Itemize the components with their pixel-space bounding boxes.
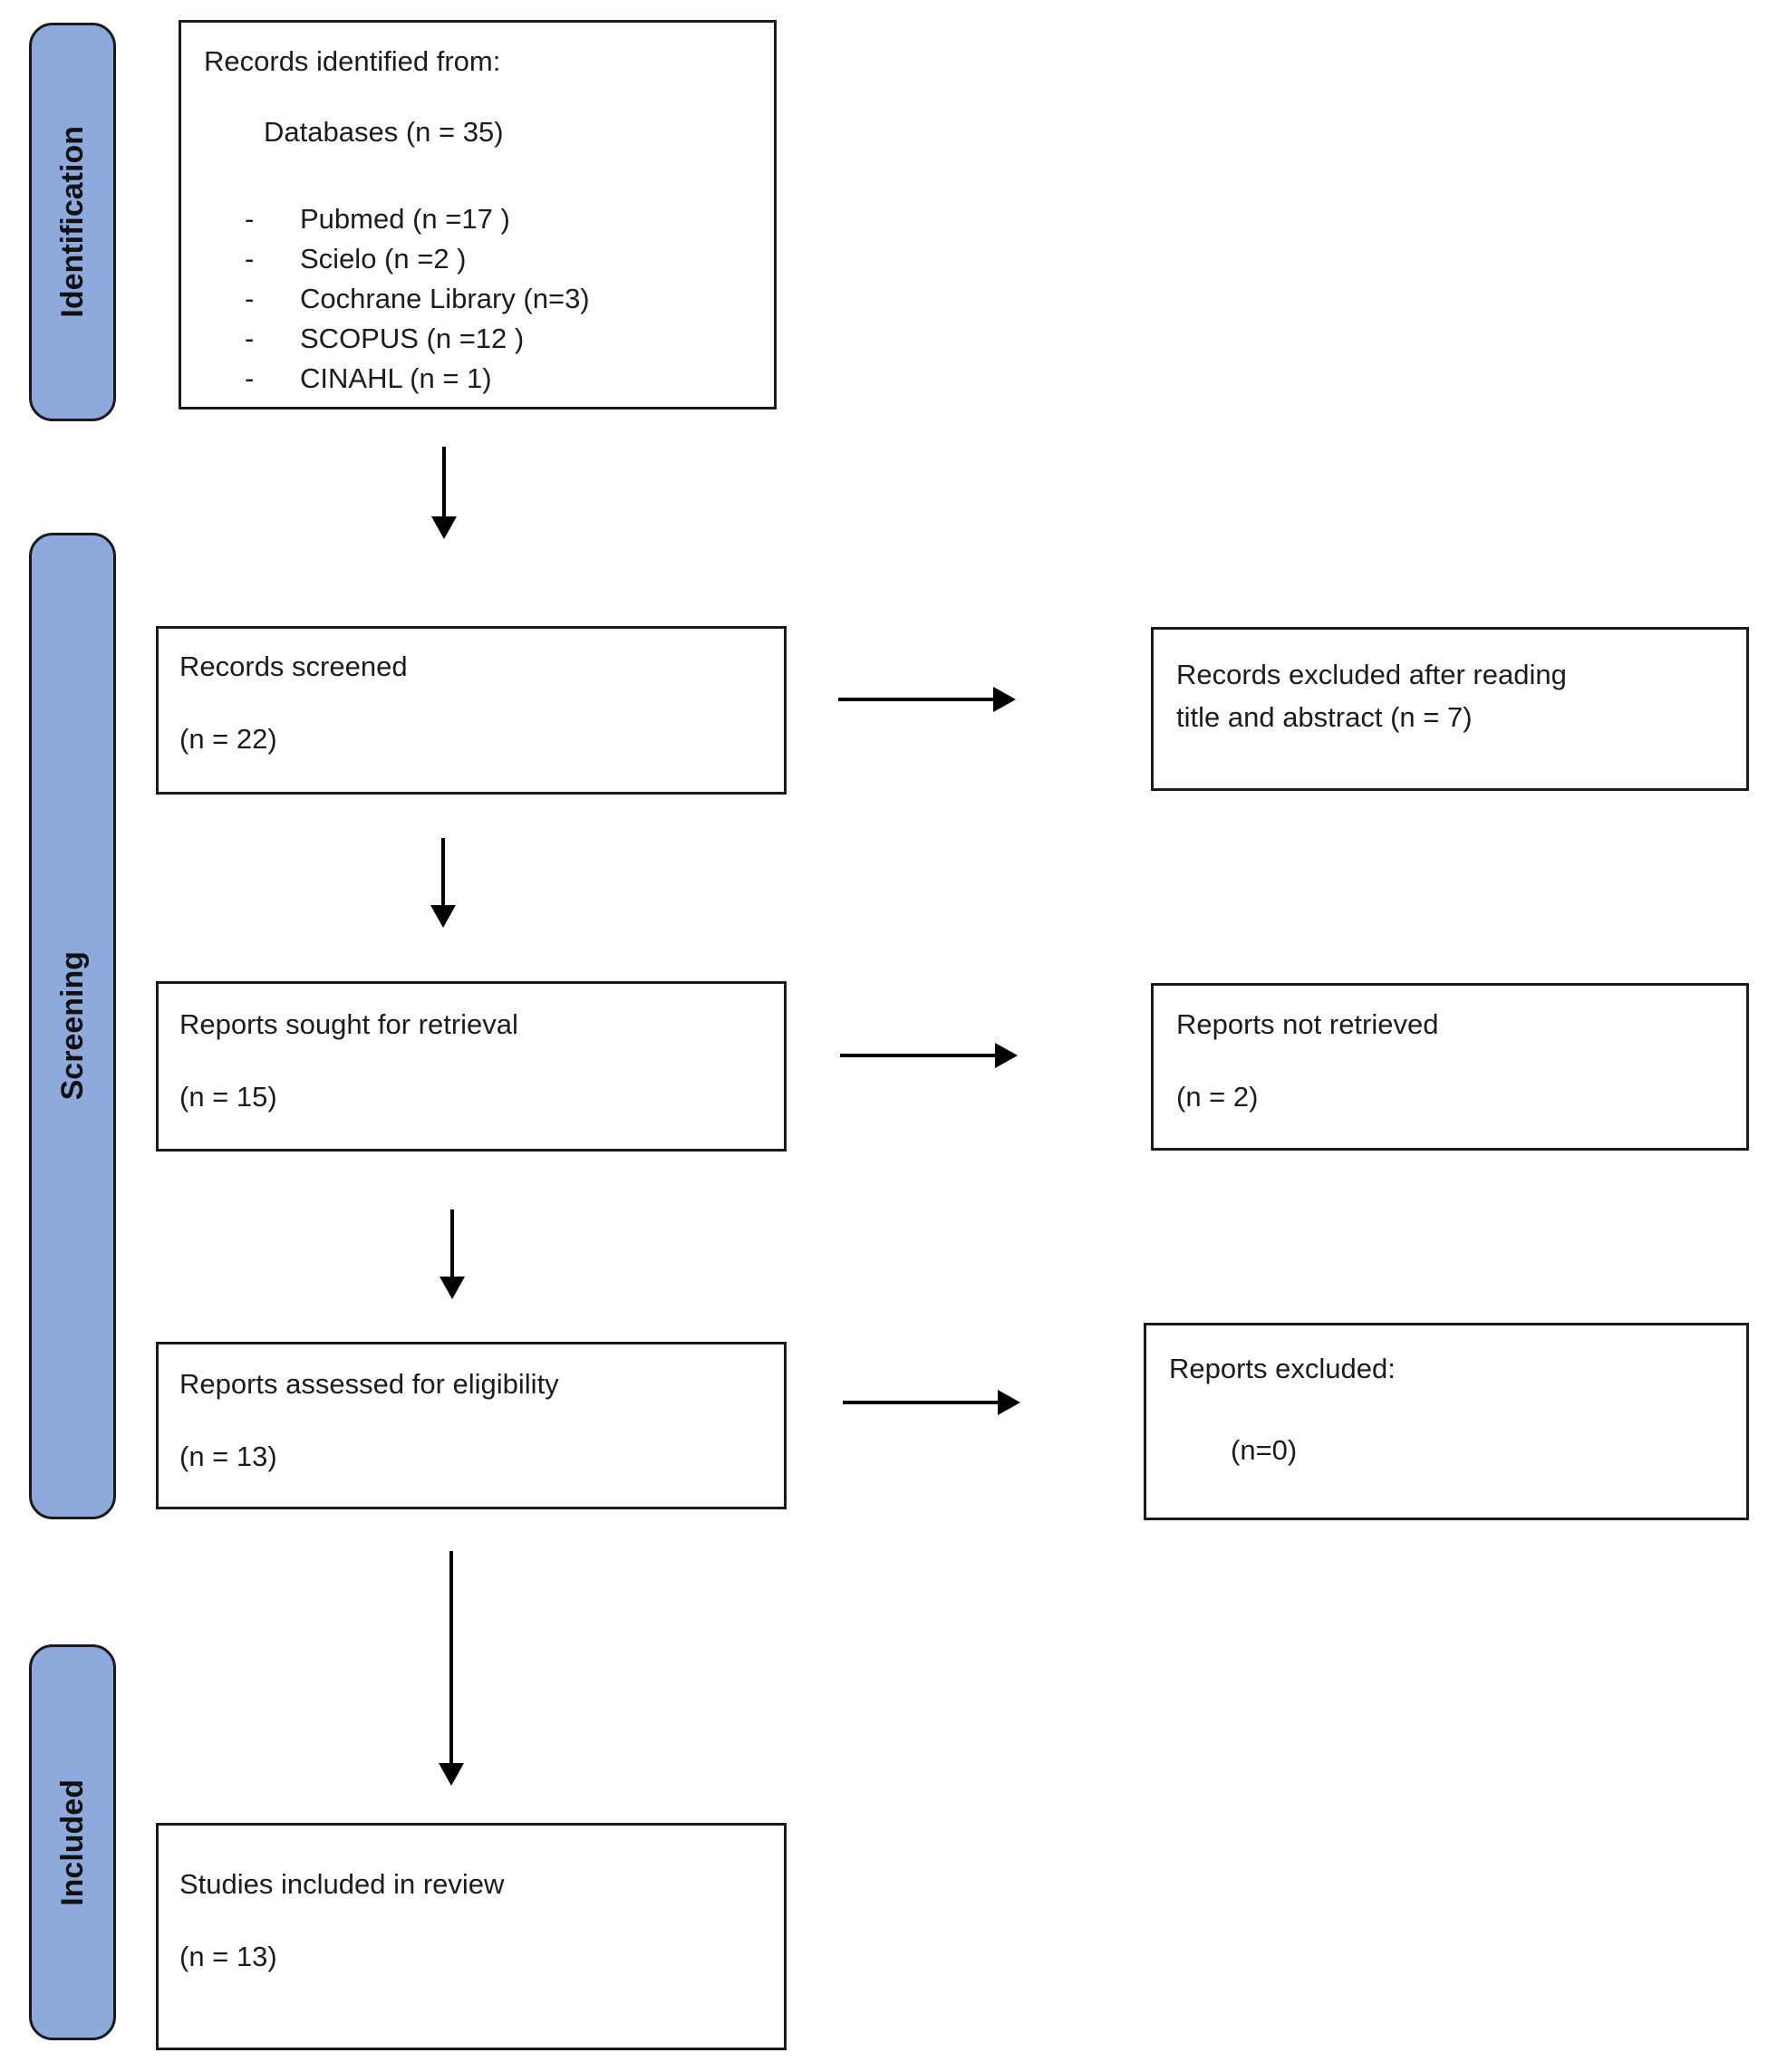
arrow-line [838, 698, 993, 701]
dash-bullet: - [245, 362, 255, 394]
box-records-identified: Records identified from: Databases (n = … [179, 20, 777, 410]
arrow-line [449, 1551, 453, 1763]
arrow-line [441, 838, 445, 905]
stage-identification-label: Identification [54, 126, 90, 318]
arrow-right-head [993, 687, 1016, 712]
reports-excluded-count: (n=0) [1231, 1434, 1298, 1466]
stage-included-label: Included [54, 1778, 90, 1906]
dash-bullet: - [245, 323, 255, 354]
arrow-down-head [431, 516, 457, 539]
records-screened-text: Records screened [179, 651, 408, 682]
box-reports-not-retrieved: Reports not retrieved (n = 2) [1151, 983, 1749, 1151]
records-screened-count: (n = 22) [179, 723, 277, 755]
box-reports-sought: Reports sought for retrieval (n = 15) [156, 981, 787, 1152]
box-studies-included: Studies included in review (n = 13) [156, 1823, 787, 2050]
studies-included-count: (n = 13) [179, 1941, 277, 1972]
database-cinahl: CINAHL (n = 1) [300, 362, 492, 394]
database-pubmed: Pubmed (n =17 ) [300, 203, 510, 235]
records-excluded-line2: title and abstract (n = 7) [1176, 701, 1473, 733]
records-excluded-line1: Records excluded after reading [1176, 659, 1567, 690]
database-list: - Pubmed (n =17 ) - Scielo (n =2 ) - Coc… [204, 199, 763, 399]
database-cochrane: Cochrane Library (n=3) [300, 283, 590, 314]
box-reports-excluded: Reports excluded: (n=0) [1144, 1323, 1749, 1520]
reports-not-retrieved-text: Reports not retrieved [1176, 1008, 1439, 1040]
stage-included: Included [29, 1644, 116, 2040]
reports-not-retrieved-count: (n = 2) [1176, 1081, 1259, 1113]
reports-assessed-text: Reports assessed for eligibility [179, 1368, 559, 1400]
arrow-down-head [440, 1277, 465, 1299]
dash-bullet: - [245, 243, 255, 275]
database-list-item: - Cochrane Library (n=3) [245, 279, 763, 319]
arrow-line [840, 1054, 995, 1057]
reports-excluded-text: Reports excluded: [1169, 1353, 1396, 1384]
stage-screening: Screening [29, 533, 116, 1519]
database-list-item: - CINAHL (n = 1) [245, 359, 763, 399]
database-list-item: - Scielo (n =2 ) [245, 239, 763, 279]
records-identified-title: Records identified from: [204, 45, 501, 77]
records-identified-subtitle: Databases (n = 35) [264, 116, 504, 148]
box-reports-assessed: Reports assessed for eligibility (n = 13… [156, 1342, 787, 1509]
arrow-down-head [430, 905, 456, 928]
studies-included-text: Studies included in review [179, 1868, 505, 1900]
arrow-down-head [439, 1763, 464, 1786]
reports-assessed-count: (n = 13) [179, 1441, 277, 1472]
database-scielo: Scielo (n =2 ) [300, 243, 467, 275]
dash-bullet: - [245, 283, 255, 314]
arrow-line [442, 447, 446, 516]
dash-bullet: - [245, 203, 255, 235]
database-list-item: - Pubmed (n =17 ) [245, 199, 763, 239]
arrow-line [843, 1401, 998, 1404]
box-records-screened: Records screened (n = 22) [156, 626, 787, 795]
stage-screening-label: Screening [54, 951, 90, 1101]
box-records-excluded: Records excluded after reading title and… [1151, 627, 1749, 791]
arrow-right-head [998, 1390, 1020, 1415]
stage-identification: Identification [29, 23, 116, 421]
database-scopus: SCOPUS (n =12 ) [300, 323, 525, 354]
database-list-item: - SCOPUS (n =12 ) [245, 319, 763, 359]
arrow-line [450, 1209, 454, 1277]
reports-sought-count: (n = 15) [179, 1081, 277, 1113]
arrow-right-head [995, 1043, 1018, 1068]
reports-sought-text: Reports sought for retrieval [179, 1008, 518, 1040]
